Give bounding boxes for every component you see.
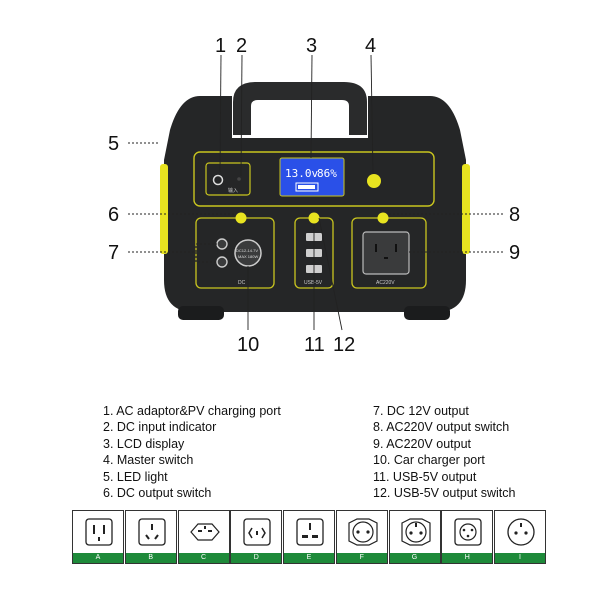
legend-item: 6. DC output switch [103, 486, 212, 501]
leader-lines [128, 54, 505, 331]
socket-type-label: C [178, 553, 229, 563]
legend-item: 11. USB-5V output [373, 469, 477, 484]
legend-item: 9. AC220V output [373, 436, 471, 451]
socket-type-label: H [442, 553, 493, 563]
right-foot [404, 306, 450, 320]
legend-item: 2. DC input indicator [103, 420, 217, 435]
socket-e-icon [296, 518, 324, 546]
socket-d-icon [243, 518, 271, 546]
led-light-left [160, 164, 168, 254]
callout-2: 2 [236, 35, 247, 57]
legend-item: 5. LED light [103, 469, 168, 484]
legend-left: 1. AC adaptor&PV charging port 2. DC inp… [103, 403, 281, 501]
ac-socket-slot-1 [375, 244, 377, 252]
socket-type-g: G [388, 510, 441, 564]
lcd-battery-icon [295, 182, 319, 192]
input-box [205, 162, 251, 196]
legend-item: 8. AC220V output switch [373, 420, 510, 435]
lcd-battery-fill [298, 185, 315, 189]
socket-f-icon [348, 518, 378, 546]
legend-item: 12. USB-5V output switch [373, 486, 516, 501]
dc-output-port-1[interactable] [216, 238, 228, 250]
legend-item: 10. Car charger port [373, 453, 485, 468]
input-label: 输入 [228, 187, 238, 194]
socket-a-icon [85, 518, 113, 546]
master-switch[interactable] [367, 174, 381, 188]
socket-i-icon [507, 518, 535, 546]
power-station-diagram: 输入 13.0v 86% DC12-14.7V MAX 180W DC USB-… [108, 35, 520, 356]
dc-output-port-2[interactable] [216, 256, 228, 268]
socket-b-icon [138, 518, 166, 546]
socket-type-i: I [494, 510, 546, 564]
car-port-text-1: DC12-14.7V [236, 248, 258, 253]
callout-numbers: 1 2 3 4 5 6 7 8 9 10 11 12 [108, 35, 520, 356]
socket-type-e: E [283, 510, 335, 564]
callout-3: 3 [306, 35, 317, 57]
callout-6: 6 [108, 204, 119, 226]
callout-4: 4 [365, 35, 376, 57]
input-indicator [237, 177, 241, 181]
callout-5: 5 [108, 133, 119, 155]
charging-port[interactable] [212, 174, 224, 186]
callout-12: 12 [333, 334, 355, 356]
socket-type-h: H [441, 510, 494, 564]
callout-9: 9 [509, 242, 520, 264]
socket-type-f: F [335, 510, 388, 564]
socket-type-label: E [284, 553, 334, 563]
socket-c-icon [189, 523, 220, 541]
legend-item: 1. AC adaptor&PV charging port [103, 404, 281, 418]
socket-type-label: B [125, 553, 176, 563]
callout-1: 1 [215, 35, 226, 57]
socket-type-label: F [336, 553, 387, 563]
socket-type-label: A [73, 553, 123, 563]
ac-output-switch[interactable] [377, 212, 389, 224]
dc-label: DC [238, 280, 246, 286]
ac-socket-slot-3 [384, 257, 388, 259]
callout-11: 11 [304, 334, 325, 356]
car-charger-port[interactable] [234, 239, 262, 267]
socket-type-a: A [72, 510, 124, 564]
usb-label: USB-5V [304, 280, 323, 286]
callout-10: 10 [237, 334, 259, 356]
dc-output-switch[interactable] [235, 212, 247, 224]
socket-type-label: D [231, 553, 282, 563]
socket-type-label: I [495, 553, 545, 563]
carry-handle [233, 82, 367, 135]
lcd-voltage: 13.0v [285, 167, 318, 180]
legend-right: 7. DC 12V output 8. AC220V output switch… [373, 403, 515, 501]
legend-item: 3. LCD display [103, 436, 185, 451]
socket-types-row: A B C D E [72, 510, 546, 564]
left-foot [178, 306, 224, 320]
socket-type-label: G [389, 553, 440, 563]
legend-item: 7. DC 12V output [373, 404, 469, 418]
lcd-percent: 86% [317, 167, 337, 180]
legend-item: 4. Master switch [103, 453, 194, 468]
socket-h-icon [454, 518, 482, 546]
ac-label: AC220V [376, 280, 395, 286]
top-panel [193, 151, 435, 207]
ac-panel [351, 217, 427, 289]
callout-7: 7 [108, 242, 119, 264]
usb-output-switch[interactable] [308, 212, 320, 224]
callout-8: 8 [509, 204, 520, 226]
car-port-text-2: MAX 180W [238, 254, 258, 259]
socket-g-icon [400, 518, 431, 546]
ac-socket-slot-2 [395, 244, 397, 252]
socket-type-c: C [177, 510, 230, 564]
socket-type-b: B [124, 510, 177, 564]
ac-socket[interactable] [362, 231, 410, 275]
socket-type-d: D [230, 510, 283, 564]
led-light-right [462, 164, 470, 254]
